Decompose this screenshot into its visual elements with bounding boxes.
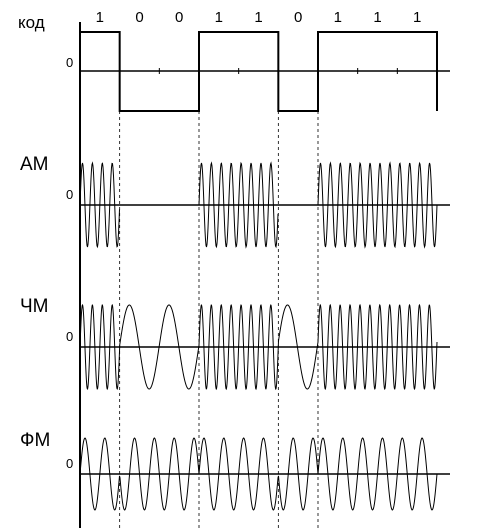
code-square-wave [80,31,438,112]
bit-label: 1 [254,9,262,26]
bit-label: 0 [175,9,183,26]
zero-label-pm: 0 [66,456,73,471]
axes [79,22,450,528]
bit-label: 1 [373,9,381,26]
am-waveform [79,161,438,249]
am-label: АМ [20,154,49,175]
bit-label: 1 [334,9,342,26]
zero-label-fm-freq: 0 [66,329,73,344]
fm-freq-label: ЧМ [20,296,49,317]
pm-label: ФМ [20,430,50,451]
zero-label-am: 0 [66,187,73,202]
bit-label: 1 [215,9,223,26]
bit-labels: 1 0 0 1 1 0 1 1 1 [96,9,422,26]
waveforms [79,31,438,511]
bit-boundary-guides [119,111,319,528]
bit-label: 1 [413,9,421,26]
pm-waveform [79,437,438,511]
code-label: код [18,13,45,32]
fm-freq-waveform [79,303,438,391]
zero-label-code: 0 [66,55,73,70]
bit-label: 0 [294,9,302,26]
bit-label: 1 [96,9,104,26]
bit-label: 0 [135,9,143,26]
